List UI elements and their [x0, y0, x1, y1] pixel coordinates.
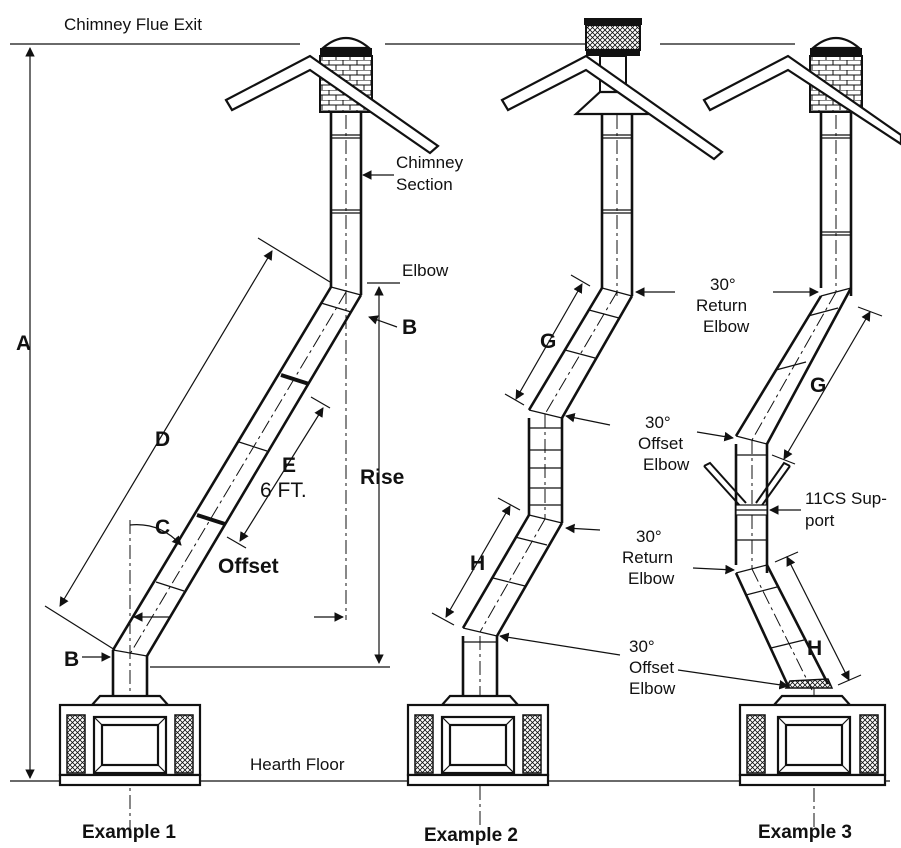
example-3 [677, 36, 901, 828]
six-ft-label: 6 FT. [260, 479, 307, 502]
chimney-label: Chimney [396, 153, 464, 172]
ex3-return-deg-label: 30° [710, 275, 736, 294]
dimension-g-label-ex3: G [810, 374, 826, 397]
ex3-return2-elbow-label: Elbow [628, 569, 675, 588]
ex3-return2-deg-label: 30° [636, 527, 662, 546]
example-1 [44, 36, 440, 828]
b-lower-label: B [64, 648, 79, 671]
angle-c-label: C [155, 516, 170, 539]
offset-label: Offset [218, 555, 279, 578]
example-3-caption: Example 3 [758, 822, 852, 843]
rise-label: Rise [360, 466, 404, 489]
dimension-h-label-ex2: H [470, 552, 485, 575]
ex3-offset-elbow-label: Elbow [643, 455, 690, 474]
ex3-return2-label: Return [622, 548, 673, 567]
section-label: Section [396, 175, 453, 194]
chimney-cap-band [320, 48, 372, 56]
chimney-flue-exit-label: Chimney Flue Exit [64, 15, 202, 34]
roof [224, 54, 440, 155]
ex3-offset-deg-label: 30° [645, 413, 671, 432]
dimension-d-label: D [155, 428, 170, 451]
b-upper-label: B [402, 316, 417, 339]
ex3-return-label: Return [696, 296, 747, 315]
ex2-offset-label: Offset [629, 658, 674, 677]
example-1-caption: Example 1 [82, 822, 176, 843]
support-label-line1: 11CS Sup- [805, 489, 887, 508]
dimension-h-label-ex3: H [807, 637, 822, 660]
hearth-floor-label: Hearth Floor [250, 755, 345, 774]
ex2-elbow-label: Elbow [629, 679, 676, 698]
chimney-crown [320, 36, 372, 50]
dimension-e-label: E [282, 454, 296, 477]
ex3-return-elbow-label: Elbow [703, 317, 750, 336]
example-2 [406, 18, 724, 828]
ex2-deg-label: 30° [629, 637, 655, 656]
elbow-label: Elbow [402, 261, 449, 280]
example-2-caption: Example 2 [424, 825, 518, 846]
dimension-a-label: A [16, 332, 31, 355]
dimension-g-label-ex2: G [540, 330, 556, 353]
support-label-line2: port [805, 511, 835, 530]
ex3-offset-label: Offset [638, 434, 683, 453]
labels: Chimney Flue Exit Hearth Floor A Chimney… [16, 15, 887, 846]
